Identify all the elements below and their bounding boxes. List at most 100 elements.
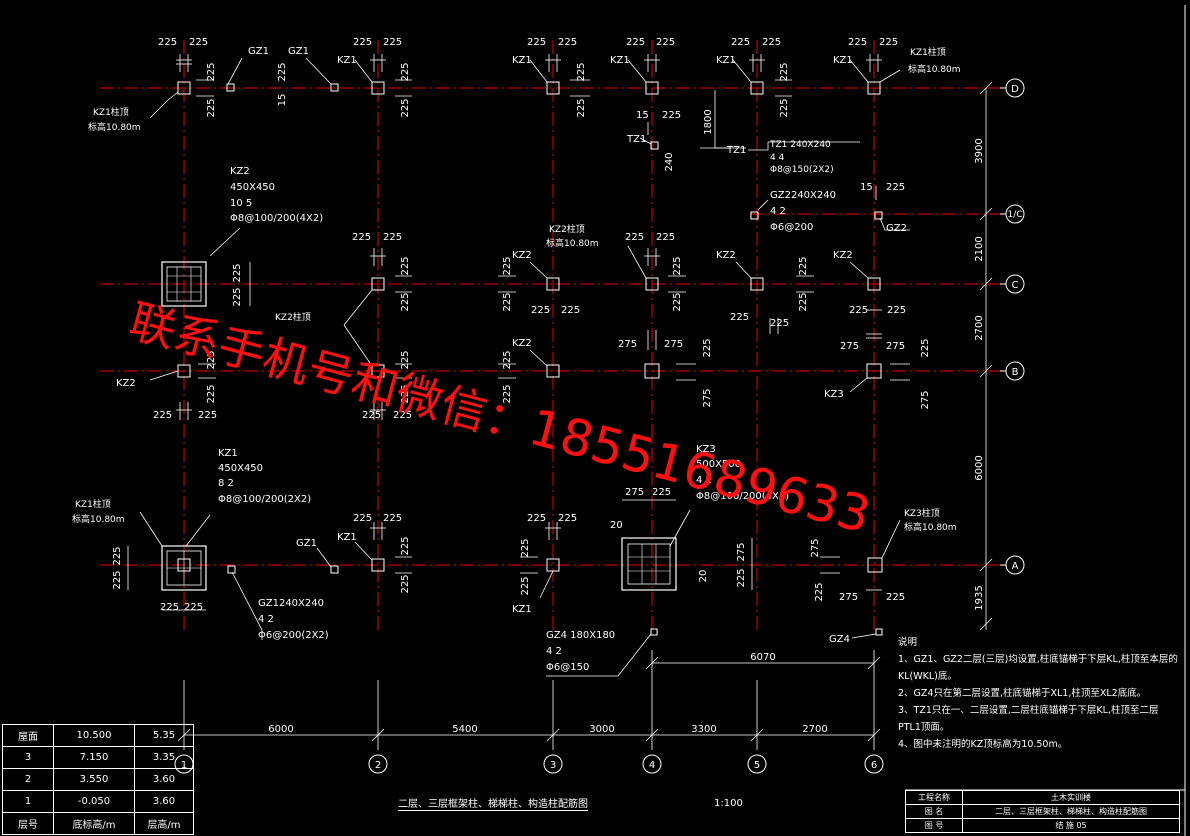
axis-label-a: A <box>1012 561 1019 572</box>
notes-item-3: 3、TZ1只在一、二层设置,二层柱底锚梯于下层KL,柱顶至二层PTL1顶面。 <box>898 705 1159 733</box>
column-labels: GZ1 GZ1 KZ1 KZ1 KZ1 KZ1 KZ1 KZ1柱顶 标高10.8… <box>72 46 961 645</box>
level-floor: 屋面 <box>2 724 54 747</box>
section-dim-b: 20 <box>698 570 709 583</box>
dim-225: 225 <box>527 37 546 48</box>
dim-225: 225 <box>112 570 123 589</box>
dim-225: 225 <box>400 292 411 311</box>
bottom-dimension-line <box>177 650 881 750</box>
span-5-6: 2700 <box>802 724 827 735</box>
gz4-stirrup: Φ6@150 <box>546 662 589 673</box>
level-elev: 7.150 <box>53 746 135 769</box>
tb-project-label: 工程名称 <box>905 790 963 805</box>
label-kz2: KZ2 <box>833 250 853 261</box>
span-b-a: 6000 <box>974 455 985 480</box>
axis-lines-vertical <box>183 40 875 630</box>
tb-project-value: 土木实训楼 <box>962 790 1180 805</box>
label-elev-1080: 标高10.80m <box>546 237 599 249</box>
dim-225: 225 <box>886 182 905 193</box>
dim-225: 225 <box>920 338 931 357</box>
level-row: 1 -0.050 3.60 <box>2 790 194 813</box>
gz1-bars: 4 2 <box>258 614 274 625</box>
dim-275: 275 <box>702 388 713 407</box>
dim-225: 225 <box>502 384 513 403</box>
tb-drawing-number-label: 图 号 <box>905 818 963 833</box>
dim-225: 225 <box>798 292 809 311</box>
section-annotations: KZ2 450X450 10 5 Φ8@100/200(4X2) KZ1 450… <box>218 140 836 673</box>
column-gz2 <box>874 211 883 220</box>
axis-label-1c: 1/C <box>1007 210 1022 220</box>
column-kz2 <box>546 364 560 378</box>
label-kz2: KZ2 <box>716 250 736 261</box>
kz3-size: 500X500 <box>696 459 741 470</box>
column-kz1 <box>645 81 659 95</box>
dim-225: 225 <box>656 37 675 48</box>
label-gz1: GZ1 <box>288 46 309 57</box>
dim-275: 275 <box>625 487 644 498</box>
kz1-bars: 8 2 <box>218 478 234 489</box>
label-gz1: GZ1 <box>296 538 317 549</box>
dim-225: 225 <box>400 574 411 593</box>
dim-225: 225 <box>652 487 671 498</box>
column-kz1 <box>371 81 385 95</box>
label-kz2-top: KZ2柱顶 <box>275 311 311 323</box>
level-header-elev: 底标高/m <box>53 812 135 835</box>
dim-225: 225 <box>232 287 243 306</box>
dim-225: 225 <box>672 256 683 275</box>
dim-225: 225 <box>656 232 675 243</box>
kz2-bars: 10 5 <box>230 198 252 209</box>
column-kz2 <box>867 277 881 291</box>
dim-225: 225 <box>662 110 681 121</box>
kz1-name: KZ1 <box>218 448 238 459</box>
span-1-2: 6000 <box>268 724 293 735</box>
dim-225: 225 <box>848 37 867 48</box>
column-gz4 <box>875 628 883 636</box>
dim-275: 275 <box>920 390 931 409</box>
label-kz1-top: KZ1柱顶 <box>910 46 946 58</box>
axis-label-2: 2 <box>375 760 381 771</box>
dim-225: 225 <box>153 410 172 421</box>
dim-225: 225 <box>558 513 577 524</box>
label-kz1: KZ1 <box>610 55 630 66</box>
section-kz1 <box>161 545 207 591</box>
axis-label-3: 3 <box>550 760 556 771</box>
dim-225: 225 <box>849 305 868 316</box>
label-kz1: KZ1 <box>512 604 532 615</box>
dim-225: 225 <box>383 513 402 524</box>
dim-225: 225 <box>502 256 513 275</box>
column-kz2 <box>750 277 764 291</box>
axis-label-b: B <box>1012 367 1019 378</box>
gz2-stirrup: Φ6@200 <box>770 222 813 233</box>
dimension-numbers: 225 225 225 225 225 225 225 225 225 225 … <box>112 37 931 613</box>
column-kz1 <box>750 81 764 95</box>
kz2-stirrup: Φ8@100/200(4X2) <box>230 213 323 224</box>
dim-225: 225 <box>400 98 411 117</box>
dim-225: 225 <box>383 37 402 48</box>
kz3-bars: 4 2 <box>696 475 712 486</box>
label-elev-1080: 标高10.80m <box>88 121 141 133</box>
dim-225: 225 <box>879 37 898 48</box>
kz1-size: 450X450 <box>218 463 263 474</box>
kz3-name: KZ3 <box>696 444 716 455</box>
dim-225: 225 <box>502 292 513 311</box>
dim-225: 225 <box>189 37 208 48</box>
kz2-size: 450X450 <box>230 182 275 193</box>
dim-225: 225 <box>112 546 123 565</box>
leader-lines <box>139 57 910 677</box>
label-elev-1080: 标高10.80m <box>72 513 125 525</box>
label-tz1: TZ1 <box>626 134 646 145</box>
label-gz2: GZ2 <box>886 223 907 234</box>
title-underline <box>398 810 588 811</box>
dim-275: 275 <box>664 339 683 350</box>
dim-225: 225 <box>393 410 412 421</box>
dim-225: 225 <box>502 350 513 369</box>
column-tz1 <box>650 141 659 150</box>
dim-225: 225 <box>625 232 644 243</box>
dim-225: 225 <box>730 312 749 323</box>
dim-225: 225 <box>736 568 747 587</box>
dim-275: 275 <box>618 339 637 350</box>
dim-1800: 1800 <box>703 109 714 134</box>
column-kz3 <box>867 557 883 573</box>
column-kz2 <box>546 277 560 291</box>
level-height: 3.35 <box>134 746 194 769</box>
